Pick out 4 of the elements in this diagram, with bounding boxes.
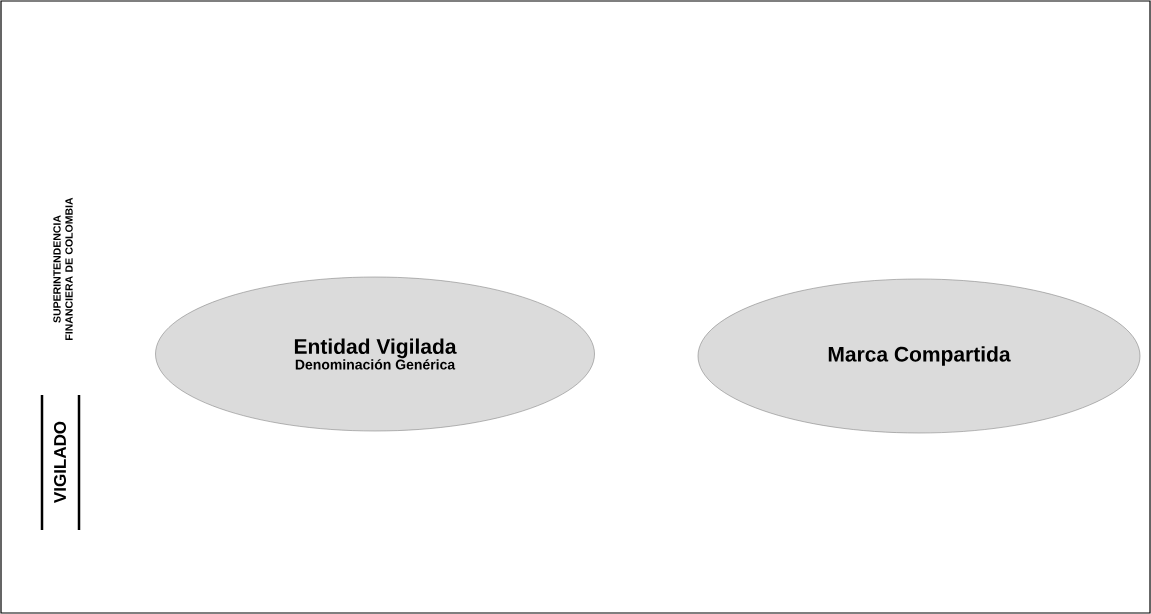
stamp-text: SUPERINTENDENCIA FINANCIERA DE COLOMBIA	[53, 197, 73, 340]
ellipse-node: Entidad Vigilada Denominación Genérica	[155, 276, 595, 432]
ellipse-node: Marca Compartida	[697, 278, 1141, 434]
vigilado-stamp: VIGILADO	[40, 395, 81, 530]
